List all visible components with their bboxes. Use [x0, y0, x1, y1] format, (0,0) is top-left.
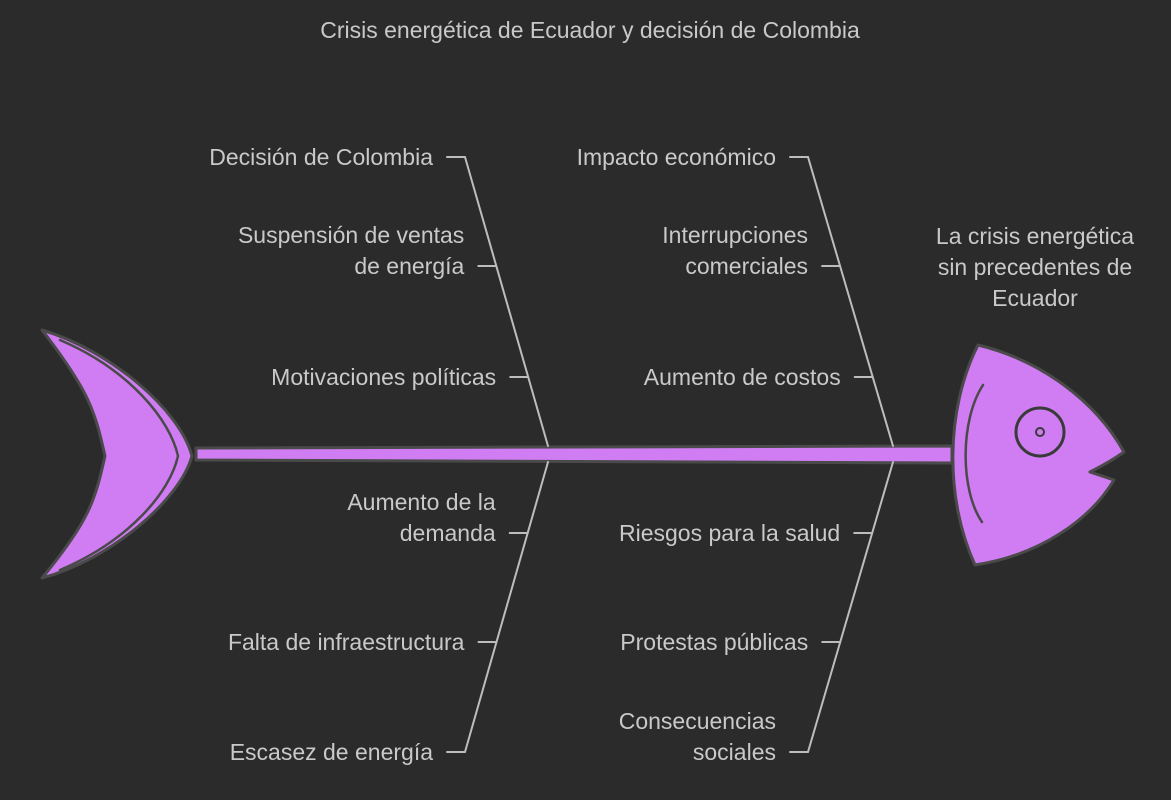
bone-top-left: [464, 156, 549, 447]
cause-label: Protestas públicas: [620, 629, 808, 655]
cause-label: Escasez de energía: [230, 739, 434, 765]
bone-bottom-right: [807, 461, 894, 753]
bone-top-right: [807, 156, 894, 447]
cause-label: Impacto económico: [577, 144, 776, 170]
cause-label: Aumento de costos: [644, 364, 841, 390]
cause-label: Motivaciones políticas: [271, 364, 496, 390]
bone-bottom-left: [464, 461, 549, 753]
cause-label: Riesgos para la salud: [619, 520, 840, 546]
fish-tail: [40, 328, 194, 580]
diagram-title: Crisis energética de Ecuador y decisión …: [320, 17, 860, 43]
cause-label: Falta de infraestructura: [228, 629, 465, 655]
fish-head: [951, 343, 1126, 567]
fish-bones: [446, 156, 894, 753]
fish-spine: [194, 444, 954, 465]
cause-label: Decisión de Colombia: [209, 144, 433, 170]
